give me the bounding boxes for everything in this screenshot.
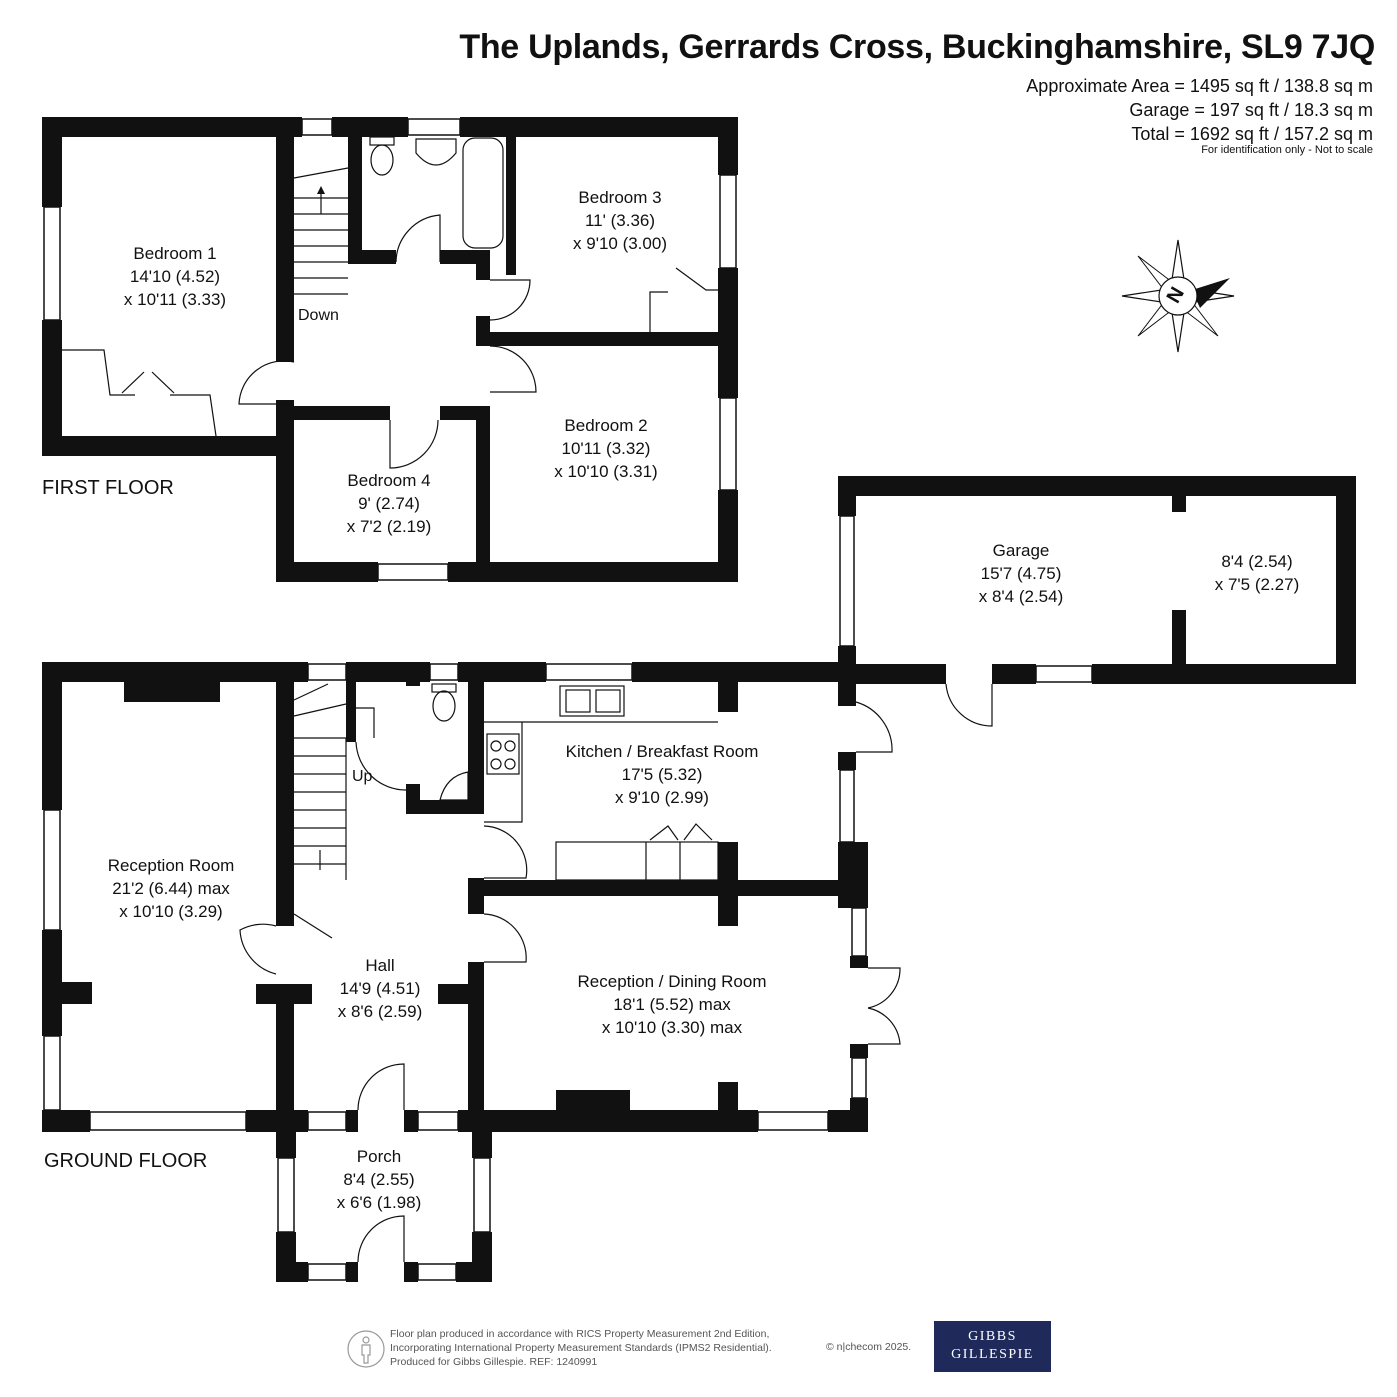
logo-line-2: GILLESPIE — [951, 1347, 1034, 1362]
room-dimension: 9' (2.74) — [358, 494, 420, 513]
room-dimension: 18'1 (5.52) max — [613, 995, 731, 1014]
logo-line-1: GIBBS — [968, 1329, 1017, 1344]
footer-line: Floor plan produced in accordance with R… — [390, 1328, 770, 1340]
footer-line: Produced for Gibbs Gillespie. REF: 12409… — [390, 1356, 598, 1368]
room-bedroom-2: Bedroom 2 10'11 (3.32) x 10'10 (3.31) — [554, 414, 657, 483]
room-porch: Porch 8'4 (2.55) x 6'6 (1.98) — [337, 1145, 422, 1214]
ground-floor-fixtures — [239, 683, 901, 1263]
room-hall: Hall 14'9 (4.51) x 8'6 (2.59) — [338, 954, 423, 1023]
room-dimension: x 10'11 (3.33) — [123, 290, 227, 309]
ground-floor-label: GROUND FLOOR — [44, 1150, 208, 1172]
ground-floor-windows — [43, 663, 867, 1281]
room-dimension: x 9'10 (3.00) — [573, 234, 667, 253]
first-floor-label: FIRST FLOOR — [42, 477, 174, 499]
room-dimension: x 10'10 (3.30) max — [601, 1018, 743, 1037]
room-dimension: 17'5 (5.32) — [621, 765, 703, 784]
room-dimension: x 9'10 (2.99) — [615, 788, 709, 807]
room-dimension: x 7'2 (2.19) — [346, 517, 432, 536]
stair-arrow-icon — [317, 186, 325, 194]
copyright: © n|checom 2025. — [826, 1341, 912, 1353]
room-dimension: 21'2 (6.44) max — [112, 879, 230, 898]
garage-windows — [839, 515, 1093, 683]
room-dimension: 14'10 (4.52) — [129, 267, 221, 286]
person-icon — [347, 1330, 385, 1368]
room-bedroom-3: Bedroom 3 11' (3.36) x 9'10 (3.00) — [573, 186, 667, 255]
room-name: Bedroom 2 — [564, 416, 648, 435]
room-bedroom-1: Bedroom 1 14'10 (4.52) x 10'11 (3.33) — [124, 242, 226, 311]
room-name: Bedroom 3 — [578, 188, 662, 207]
room-dining: Reception / Dining Room 18'1 (5.52) max … — [578, 970, 767, 1039]
room-name: Porch — [356, 1147, 402, 1166]
room-name: Kitchen / Breakfast Room — [565, 742, 759, 761]
room-name: Reception / Dining Room — [577, 972, 767, 991]
stairs-up-label: Up — [352, 768, 373, 785]
room-dimension: 15'7 (4.75) — [980, 564, 1062, 583]
room-name: Garage — [992, 541, 1050, 560]
total-area: Total = 1692 sq ft / 157.2 sq m — [1131, 124, 1373, 144]
approximate-area: Approximate Area = 1495 sq ft / 138.8 sq… — [1026, 76, 1373, 96]
room-kitchen: Kitchen / Breakfast Room 17'5 (5.32) x 9… — [566, 740, 759, 809]
room-dimension: x 6'6 (1.98) — [336, 1193, 422, 1212]
room-dimension: 11' (3.36) — [584, 211, 656, 230]
room-garage: Garage 15'7 (4.75) x 8'4 (2.54) — [979, 539, 1064, 608]
room-garage-store: 8'4 (2.54) x 7'5 (2.27) — [1215, 550, 1300, 596]
room-name: Bedroom 4 — [347, 471, 431, 490]
room-name: Reception Room — [107, 856, 235, 875]
first-floor-fixtures — [62, 136, 718, 469]
room-name: Hall — [365, 956, 395, 975]
garage-door — [945, 683, 993, 727]
property-title: The Uplands, Gerrards Cross, Buckinghams… — [459, 28, 1375, 66]
first-floor-walls — [42, 117, 738, 582]
room-dimension: 8'4 (2.55) — [343, 1170, 415, 1189]
room-dimension: x 7'5 (2.27) — [1214, 575, 1300, 594]
stairs-down-label: Down — [298, 307, 339, 324]
room-dimension: x 8'4 (2.54) — [978, 587, 1064, 606]
room-dimension: x 10'10 (3.29) — [119, 902, 223, 921]
room-dimension: x 10'10 (3.31) — [554, 462, 658, 481]
room-name: Bedroom 1 — [133, 244, 217, 263]
first-floor-windows — [43, 118, 737, 581]
room-reception: Reception Room 21'2 (6.44) max x 10'10 (… — [108, 854, 235, 923]
footer-line: Incorporating International Property Mea… — [390, 1342, 772, 1354]
room-dimension: 14'9 (4.51) — [339, 979, 421, 998]
scale-disclaimer: For identification only - Not to scale — [1201, 144, 1373, 156]
ground-floor-walls — [42, 662, 868, 1282]
room-dimension: 8'4 (2.54) — [1221, 552, 1293, 571]
agent-logo: GIBBS GILLESPIE — [934, 1321, 1051, 1372]
room-dimension: 10'11 (3.32) — [561, 439, 651, 458]
compass-rose-icon — [1121, 239, 1235, 353]
room-bedroom-4: Bedroom 4 9' (2.74) x 7'2 (2.19) — [347, 469, 432, 538]
room-dimension: x 8'6 (2.59) — [337, 1002, 423, 1021]
garage-area: Garage = 197 sq ft / 18.3 sq m — [1129, 100, 1373, 120]
footer-notes: Floor plan produced in accordance with R… — [390, 1327, 772, 1369]
